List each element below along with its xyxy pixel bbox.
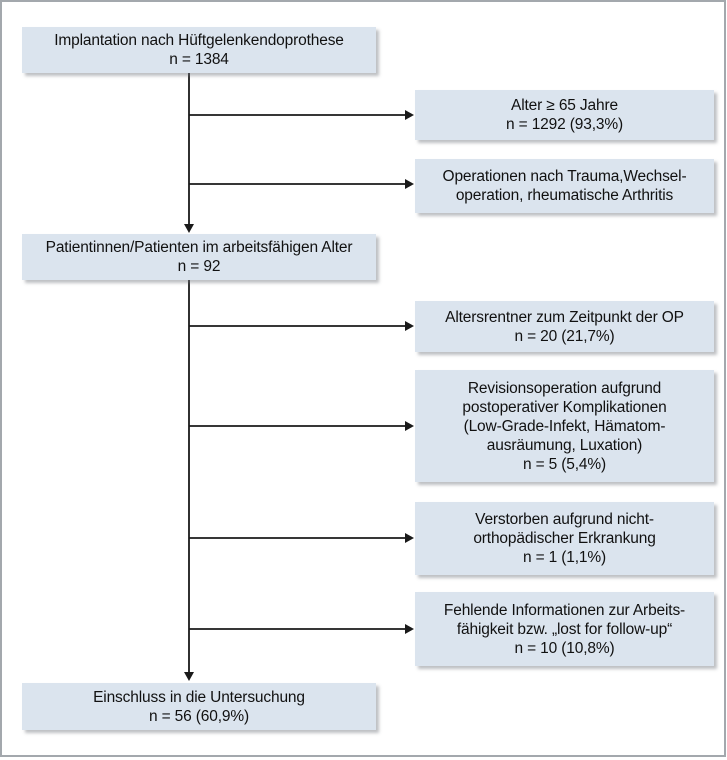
box-text-line: n = 56 (60,9%) xyxy=(148,707,249,725)
box-text-line: Patientinnen/Patienten im arbeitsfähigen… xyxy=(45,239,353,256)
box-text-line: n = 1292 (93,3%) xyxy=(506,116,623,133)
box-text-line: n = 10 (10,8%) xyxy=(514,639,615,657)
arrowhead-right-1 xyxy=(405,110,414,120)
flow-box-verstorben: Verstorben aufgrund nicht- orthopädische… xyxy=(415,502,714,575)
arrowhead-right-3 xyxy=(405,321,414,331)
arrowhead-down-2 xyxy=(184,672,194,681)
box-text-line: Einschluss in die Untersuchung xyxy=(93,688,305,706)
box-text-line: Altersrentner zum Zeitpunkt der OP xyxy=(445,308,684,326)
arrowhead-right-2 xyxy=(405,179,414,189)
arrowhead-right-6 xyxy=(405,624,414,634)
flow-box-altersrentner: Altersrentner zum Zeitpunkt der OP n = 2… xyxy=(415,301,714,352)
arrowhead-down-1 xyxy=(184,224,194,233)
box-text-line: Verstorben aufgrund nicht- xyxy=(475,511,654,528)
box-text-line: fähigkeit bzw. „lost for follow-up“ xyxy=(456,620,673,638)
box-text-line: (Low-Grade-Infekt, Hämatom- xyxy=(463,417,666,435)
box-text-line: orthopädischer Erkrankung xyxy=(473,530,656,547)
box-text-line: Alter ≥ 65 Jahre xyxy=(511,97,618,114)
box-text-line: ausräumung, Luxation) xyxy=(486,436,643,454)
flow-box-working-age: Patientinnen/Patienten im arbeitsfähigen… xyxy=(22,234,376,280)
flow-box-age-65: Alter ≥ 65 Jahre n = 1292 (93,3%) xyxy=(415,90,714,140)
box-text-line: Operationen nach Trauma,Wechsel- xyxy=(442,168,687,185)
flow-box-inclusion: Einschluss in die Untersuchung n = 56 (6… xyxy=(22,683,376,730)
box-text-line: postoperativer Komplikationen xyxy=(462,398,667,416)
box-text-line: n = 20 (21,7%) xyxy=(514,327,615,345)
flow-box-lost-followup: Fehlende Informationen zur Arbeits- fähi… xyxy=(415,592,714,666)
arrowhead-right-5 xyxy=(405,533,414,543)
flow-box-trauma: Operationen nach Trauma,Wechsel- operati… xyxy=(415,159,714,213)
box-text-line: Fehlende Informationen zur Arbeits- xyxy=(443,601,686,619)
arrowhead-right-4 xyxy=(405,421,414,431)
box-text-line: Revisionsoperation aufgrund xyxy=(467,379,662,397)
box-text-line: operation, rheumatische Arthritis xyxy=(455,187,674,204)
box-text-line: n = 5 (5,4%) xyxy=(522,455,607,473)
flow-box-implantation: Implantation nach Hüftgelenkendoprothese… xyxy=(22,27,376,73)
box-text-line: n = 1 (1,1%) xyxy=(522,549,607,566)
flow-box-revision: Revisionsoperation aufgrund postoperativ… xyxy=(415,370,714,482)
box-text-line: Implantation nach Hüftgelenkendoprothese xyxy=(54,32,344,49)
box-text-line: n = 1384 xyxy=(169,51,229,68)
box-text-line: n = 92 xyxy=(177,258,221,275)
